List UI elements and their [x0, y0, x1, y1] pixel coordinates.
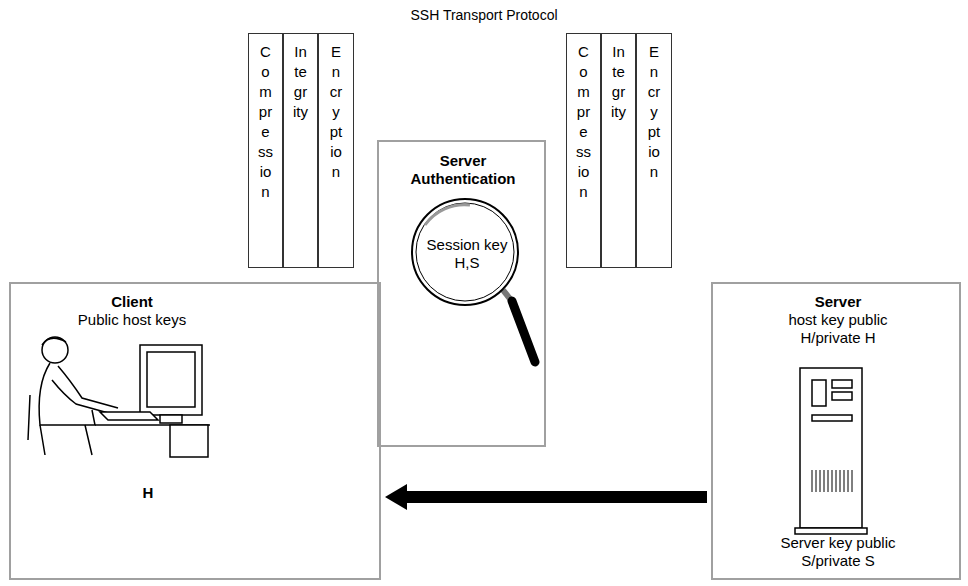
monitor — [140, 345, 202, 415]
vertical-label: Integrity — [293, 42, 308, 122]
vent-lines — [812, 470, 852, 492]
box-heading: Server — [738, 293, 938, 311]
vertical-label: Compression — [576, 42, 591, 202]
lens-glint — [425, 205, 470, 225]
component-box: Serverhost key public H/private H Server … — [711, 282, 961, 580]
person-arm — [58, 366, 118, 408]
chair-legs — [28, 395, 92, 455]
arrow-head — [385, 484, 407, 510]
arrow-shaft — [407, 491, 707, 503]
vertical-label: Integrity — [611, 42, 626, 122]
vertical-label: Encryption — [647, 42, 662, 182]
keyboard — [100, 412, 158, 420]
component-box: ClientPublic host keysH — [9, 282, 381, 580]
layer-column: Compression — [248, 33, 283, 268]
person-arm-back — [52, 380, 112, 414]
magnifier-icon — [412, 199, 535, 362]
layer-column: Encryption — [636, 33, 672, 268]
layer-column: Encryption — [318, 33, 354, 268]
tower-base — [795, 528, 867, 534]
box-text: H — [118, 484, 178, 502]
drive-bay — [812, 415, 852, 421]
drive-bay — [832, 380, 852, 388]
box-text: Server key public S/private S — [768, 534, 908, 570]
vertical-label: Encryption — [329, 42, 344, 182]
layer-column: Integrity — [601, 33, 636, 268]
drive-bay — [812, 380, 826, 406]
magnifier-handle — [512, 301, 535, 362]
server-tower-icon — [795, 368, 867, 534]
monitor-screen — [147, 352, 195, 407]
box-text: host key public H/private H — [768, 311, 908, 347]
box-heading: Server Authentication — [398, 152, 528, 188]
person-hair — [42, 338, 66, 345]
lens-outer — [412, 199, 518, 305]
vertical-label: Compression — [258, 42, 273, 202]
box-text: Session key H,S — [423, 236, 511, 272]
desk-cabinet — [170, 425, 208, 457]
box-heading: Client — [32, 293, 232, 311]
box-text: Public host keys — [32, 311, 232, 329]
component-box: Server AuthenticationSession key H,S — [377, 140, 546, 447]
monitor-stand — [160, 415, 182, 423]
tower-case — [800, 368, 862, 528]
lens-inner — [416, 203, 514, 301]
flow-arrow — [385, 484, 707, 510]
person-head — [42, 337, 68, 363]
person-body — [39, 363, 95, 425]
layer-column: Integrity — [283, 33, 318, 268]
layer-column: Compression — [566, 33, 601, 268]
diagram-title: SSH Transport Protocol — [284, 7, 684, 23]
drive-bay — [832, 392, 852, 400]
user-computer-icon — [28, 337, 210, 457]
